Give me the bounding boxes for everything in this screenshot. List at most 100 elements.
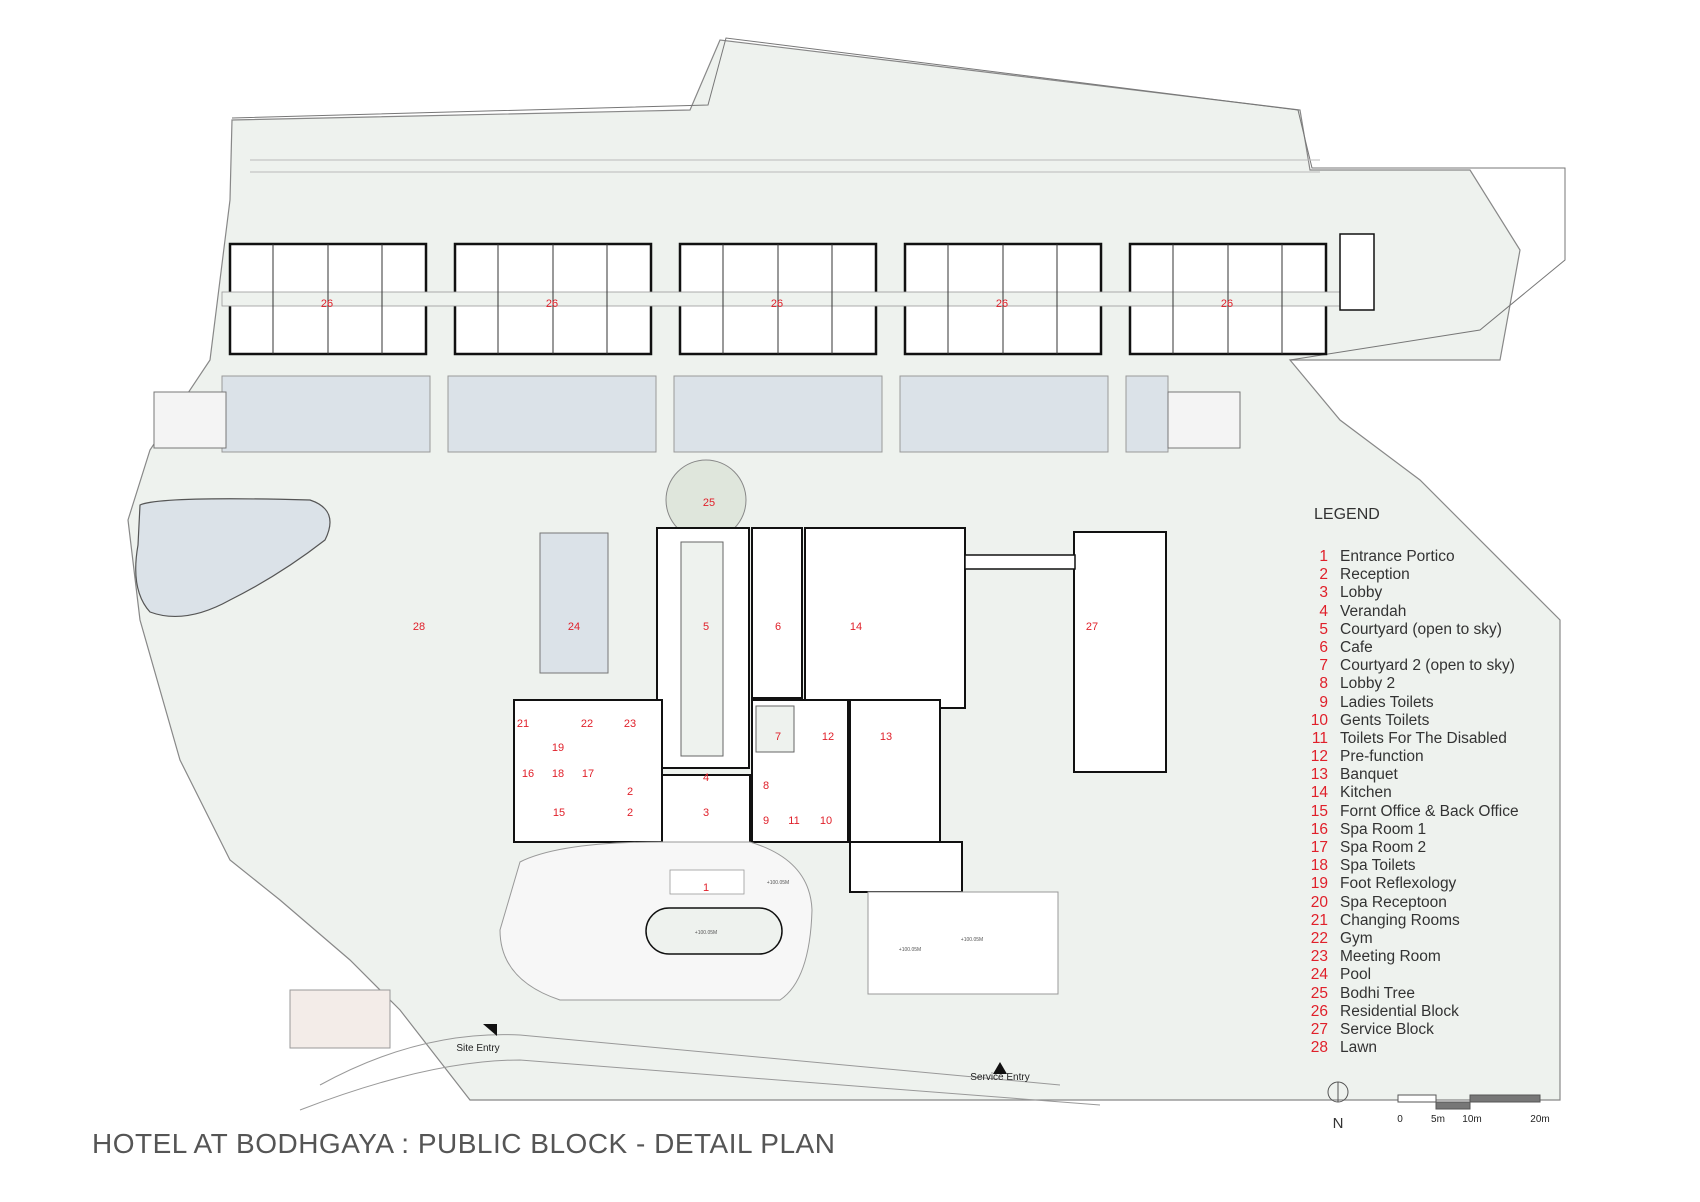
legend-label: Lobby	[1340, 584, 1383, 602]
legend-number: 20	[1310, 893, 1328, 911]
room-label-28: 28	[413, 621, 425, 633]
legend-label: Reception	[1340, 566, 1410, 584]
room-label-9: 9	[763, 815, 769, 827]
legend-number: 2	[1319, 566, 1328, 584]
room-label-26a: 26	[321, 298, 333, 310]
room-label-21: 21	[517, 718, 529, 730]
legend-label: Banquet	[1340, 766, 1398, 784]
legend-label: Changing Rooms	[1340, 911, 1460, 929]
legend-number: 19	[1310, 875, 1328, 893]
legend-label: Ladies Toilets	[1340, 693, 1434, 711]
legend-number: 10	[1310, 711, 1328, 729]
room-label-2b: 2	[627, 807, 633, 819]
legend-number: 17	[1310, 839, 1328, 856]
room-label-14: 14	[850, 621, 862, 633]
legend-number: 18	[1310, 857, 1328, 875]
legend-item: 20 Spa Receptoon	[1300, 894, 1519, 912]
room-label-23: 23	[624, 718, 636, 730]
legend-label: Spa Room 2	[1340, 839, 1427, 856]
room-label-2a: 2	[627, 786, 633, 798]
room-label-26d: 26	[996, 298, 1008, 310]
level-marker: +100.05M	[899, 947, 921, 953]
legend-label: Toilets For The Disabled	[1340, 729, 1507, 747]
room-label-24: 24	[568, 621, 580, 633]
north-arrow-icon: N	[1327, 1081, 1349, 1132]
scale-tick: 10m	[1462, 1114, 1481, 1125]
level-marker: +100.05M	[961, 937, 983, 943]
legend-number: 16	[1310, 820, 1328, 838]
scale-tick: 0	[1397, 1114, 1403, 1125]
room-label-19: 19	[552, 742, 564, 754]
room-label-26b: 26	[546, 298, 558, 310]
legend-item: 5 Courtyard (open to sky)	[1300, 621, 1519, 639]
scale-bar: 0 5m 10m 20m	[1397, 1094, 1550, 1125]
legend-number: 8	[1319, 675, 1328, 693]
legend-label: Courtyard 2 (open to sky)	[1340, 657, 1515, 675]
legend-number: 11	[1311, 729, 1328, 747]
room-label-4: 4	[703, 772, 709, 784]
legend-label: Gents Toilets	[1340, 711, 1430, 729]
legend-item: 10 Gents Toilets	[1300, 712, 1519, 730]
residential-blocks	[221, 233, 1375, 356]
room-label-17: 17	[582, 768, 594, 780]
room-label-18: 18	[552, 768, 564, 780]
scale-tick: 20m	[1530, 1114, 1549, 1125]
legend-label: Spa Toilets	[1340, 857, 1416, 875]
legend-item: 3 Lobby	[1300, 584, 1519, 602]
legend-label: Spa Room 1	[1340, 820, 1427, 838]
room-label-15: 15	[553, 807, 565, 819]
legend-number: 6	[1319, 638, 1328, 656]
legend-number: 27	[1310, 1020, 1328, 1038]
legend-item: 16 Spa Room 1	[1300, 821, 1519, 839]
legend-item: 13 Banquet	[1300, 766, 1519, 784]
legend-label: Spa Receptoon	[1340, 893, 1447, 911]
legend-number: 12	[1310, 748, 1328, 766]
room-label-22: 22	[581, 718, 593, 730]
room-label-6: 6	[775, 621, 781, 633]
room-label-5: 5	[703, 621, 709, 633]
legend-number: 13	[1310, 766, 1328, 784]
legend-number: 7	[1319, 657, 1328, 675]
legend-item: 19 Foot Reflexology	[1300, 875, 1519, 893]
legend-number: 9	[1319, 693, 1328, 711]
legend-label: Foot Reflexology	[1340, 875, 1457, 893]
pool-24	[539, 532, 609, 674]
legend-label: Meeting Room	[1340, 948, 1441, 966]
reflecting-pools	[153, 375, 1241, 453]
room-label-27: 27	[1086, 621, 1098, 633]
room-label-26e: 26	[1221, 298, 1233, 310]
legend-label: Lawn	[1340, 1039, 1378, 1057]
room-label-13: 13	[880, 731, 892, 743]
legend-number: 22	[1310, 929, 1328, 947]
legend-number: 1	[1319, 548, 1328, 565]
room-label-3: 3	[703, 807, 709, 819]
room-label-1: 1	[703, 882, 709, 894]
legend-number: 5	[1319, 620, 1328, 638]
room-label-16: 16	[522, 768, 534, 780]
legend-number: 28	[1310, 1039, 1328, 1057]
legend-number: 25	[1310, 984, 1328, 1002]
lake	[135, 498, 331, 617]
north-label: N	[1333, 1115, 1344, 1132]
legend-number: 4	[1319, 602, 1328, 620]
legend-item: 2 Reception	[1300, 566, 1519, 584]
legend-number: 3	[1319, 584, 1328, 602]
legend-number: 15	[1310, 802, 1328, 820]
legend-item: 17 Spa Room 2	[1300, 839, 1519, 857]
legend-item: 18 Spa Toilets	[1300, 857, 1519, 875]
legend-item: 28 Lawn	[1300, 1039, 1519, 1057]
legend-label: Courtyard (open to sky)	[1340, 620, 1502, 638]
room-label-7: 7	[775, 731, 781, 743]
